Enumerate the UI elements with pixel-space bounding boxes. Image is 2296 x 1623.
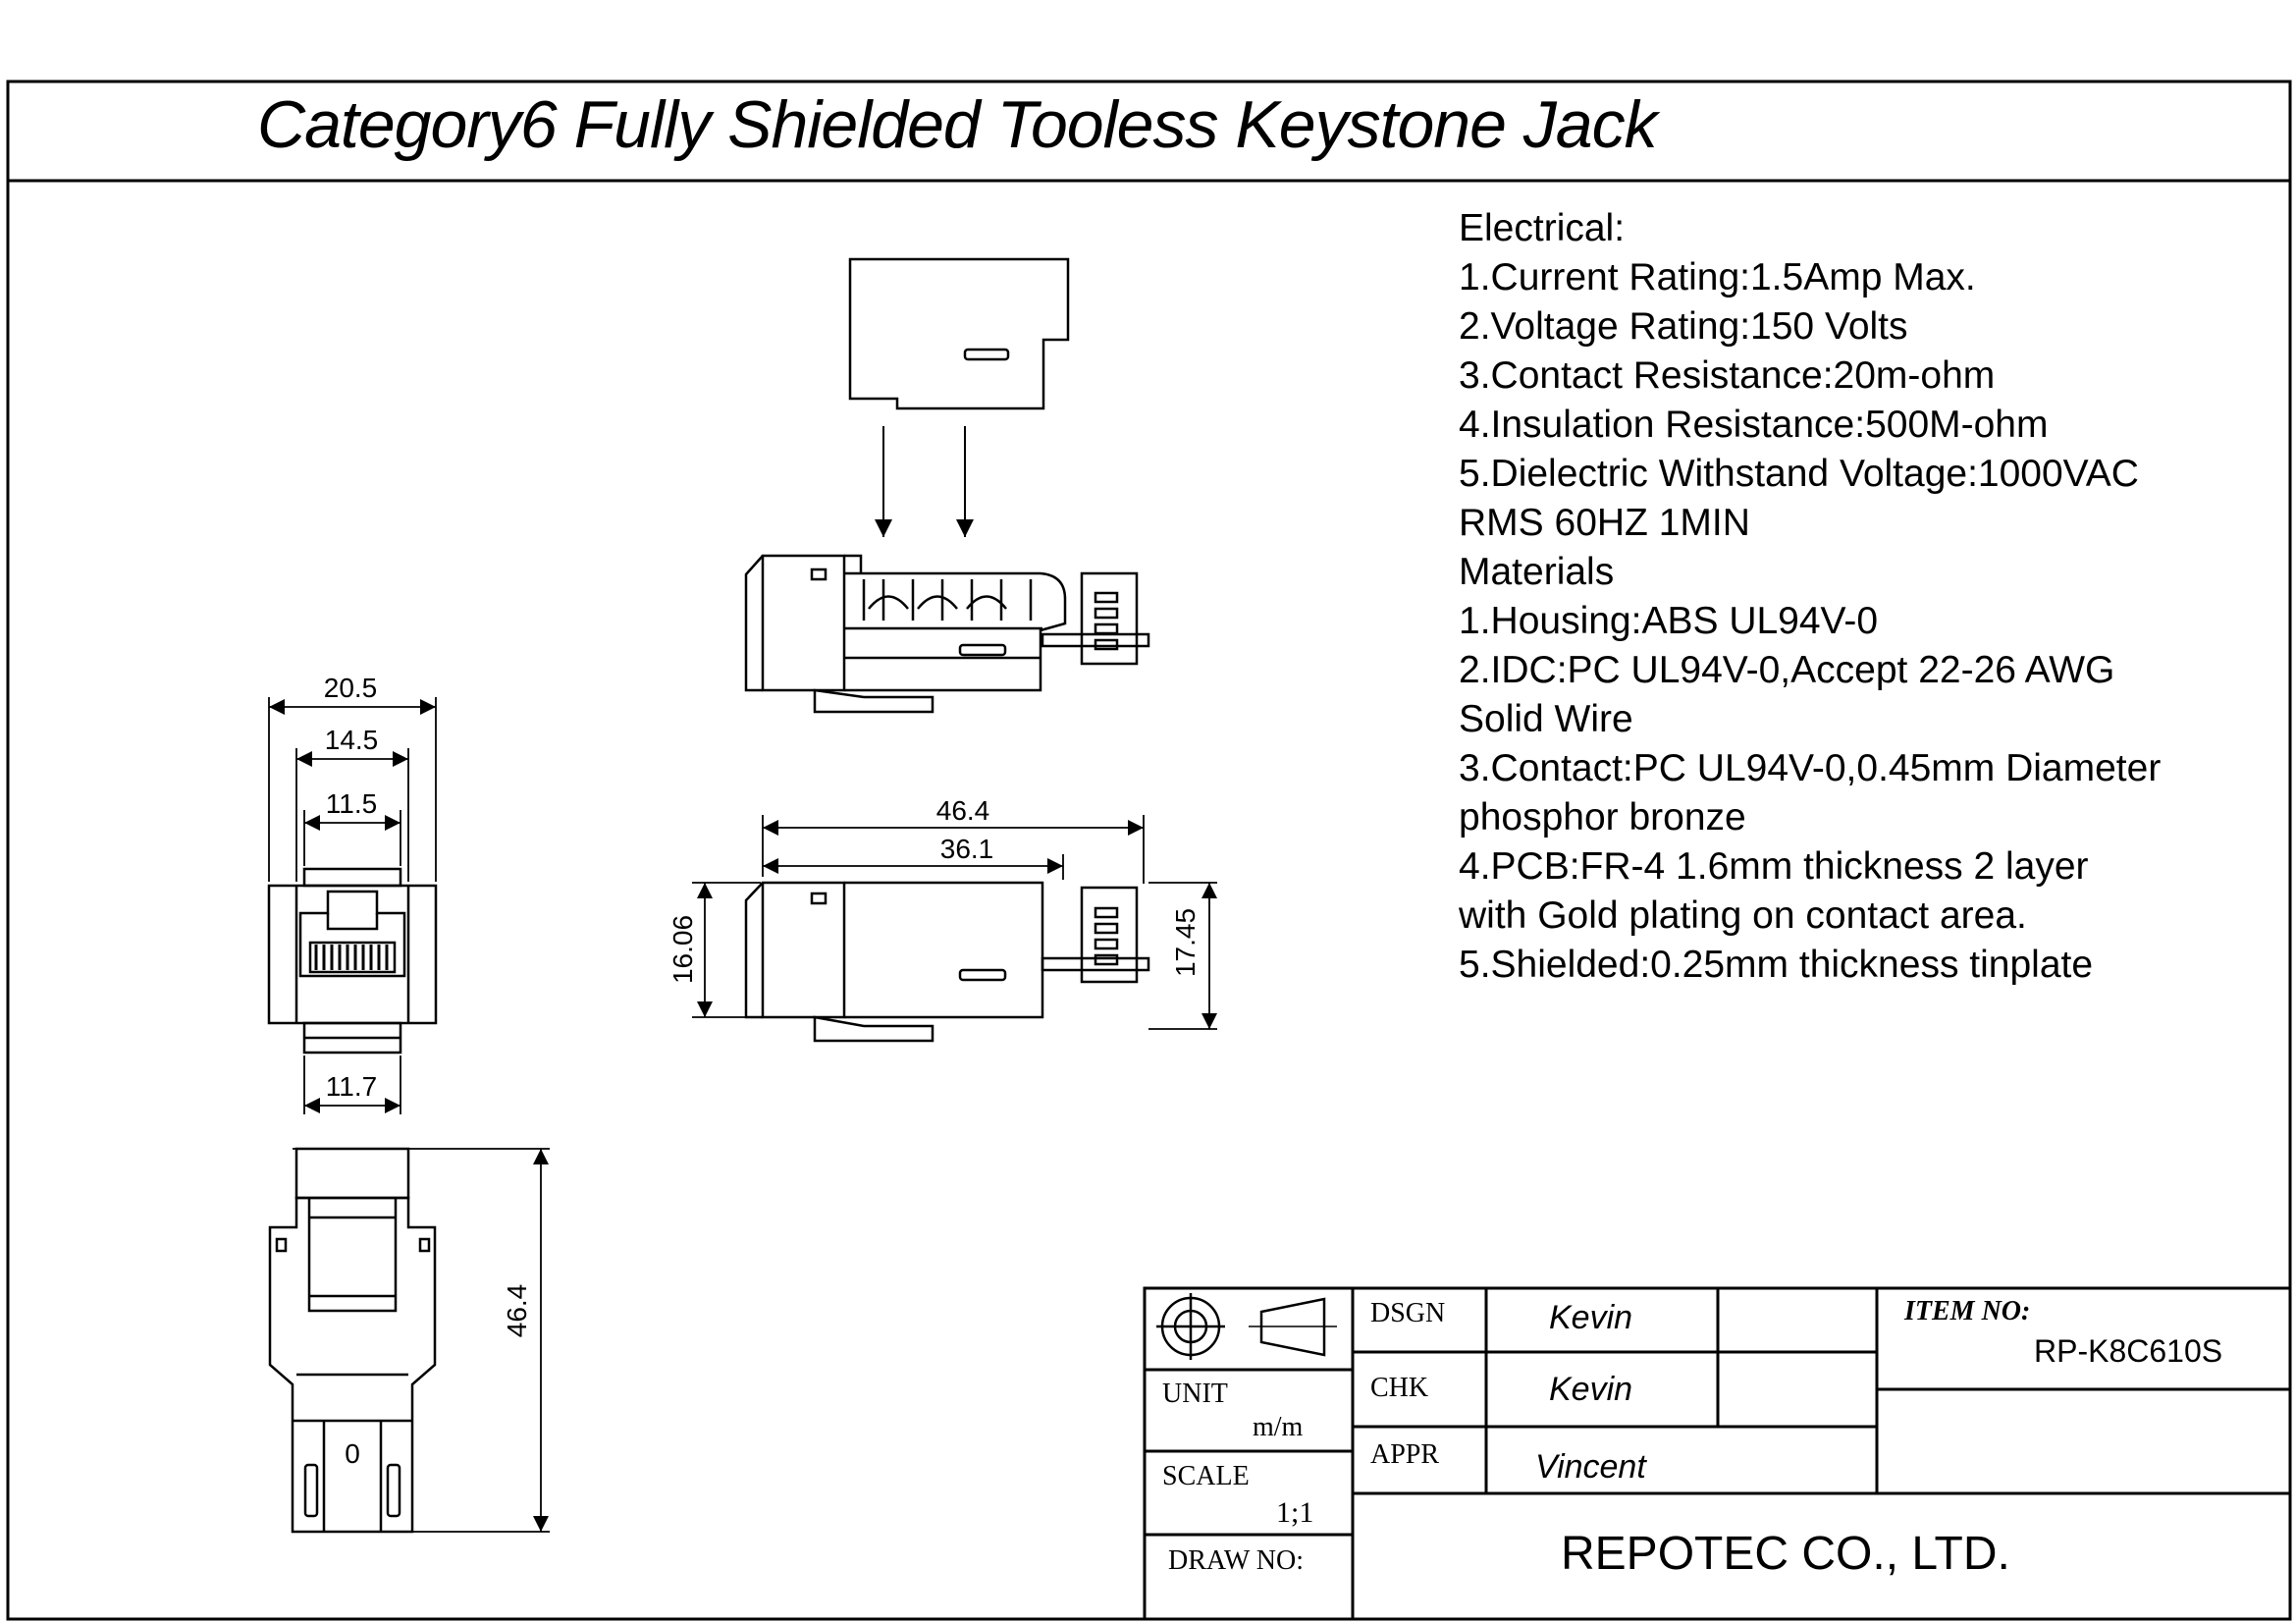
spec-electrical-4: 4.Insulation Resistance:500M-ohm <box>1459 404 2049 446</box>
spec-electrical-2: 2.Voltage Rating:150 Volts <box>1459 305 1908 348</box>
spec-material-4: 4.PCB:FR-4 1.6mm thickness 2 layer <box>1459 845 2089 888</box>
spec-electrical-3: 3.Contact Resistance:20m-ohm <box>1459 354 1996 397</box>
spec-list: Electrical: 1.Current Rating:1.5Amp Max.… <box>1459 204 2161 990</box>
insertion-arrows <box>875 426 974 537</box>
spec-material-1: 1.Housing:ABS UL94V-0 <box>1459 600 1879 642</box>
spec-material-2-cont: Solid Wire <box>1459 698 1633 740</box>
spec-electrical-1: 1.Current Rating:1.5Amp Max. <box>1459 256 1976 298</box>
spec-material-2: 2.IDC:PC UL94V-0,Accept 22-26 AWG <box>1459 649 2115 691</box>
appr-value: Vincent <box>1535 1448 1646 1486</box>
spec-electrical-5-cont: RMS 60HZ 1MIN <box>1459 502 1750 544</box>
dsgn-value: Kevin <box>1549 1299 1633 1336</box>
unit-value: m/m <box>1253 1412 1304 1442</box>
side-view-dimension-lines <box>692 815 1218 1030</box>
projection-symbol-icon <box>1156 1293 1337 1360</box>
top-cap-drawing <box>848 257 1070 410</box>
chk-value: Kevin <box>1549 1371 1633 1408</box>
dim-front-width-bottom: 11.7 <box>326 1071 377 1102</box>
item-no-value: RP-K8C610S <box>2034 1333 2223 1369</box>
dim-front-width-outer: 20.5 <box>324 673 378 703</box>
bottom-view-drawing <box>268 1147 437 1534</box>
dim-front-width-mid: 14.5 <box>325 725 379 755</box>
dim-side-length-total: 46.4 <box>936 795 990 826</box>
scale-value: 1;1 <box>1276 1496 1314 1529</box>
spec-material-5: 5.Shielded:0.25mm thickness tinplate <box>1459 944 2094 986</box>
draw-no-label: DRAW NO: <box>1168 1545 1305 1576</box>
materials-heading: Materials <box>1459 551 1615 593</box>
dim-front-width-inner: 11.5 <box>326 788 377 819</box>
dim-side-length-body: 36.1 <box>940 834 994 864</box>
dim-side-height-left: 16.06 <box>667 915 698 984</box>
bottom-view-label: 0 <box>345 1438 360 1469</box>
dsgn-label: DSGN <box>1370 1298 1446 1328</box>
front-view-dimension-lines <box>268 697 437 1114</box>
item-no-label: ITEM NO: <box>1904 1296 2031 1326</box>
electrical-heading: Electrical: <box>1459 207 1626 249</box>
scale-label: SCALE <box>1162 1461 1250 1491</box>
bottom-view-dimension-lines <box>293 1148 550 1533</box>
dim-side-height-right: 17.45 <box>1170 908 1201 977</box>
chk-label: CHK <box>1370 1373 1429 1403</box>
front-view-drawing <box>267 867 438 1055</box>
drawing-title: Category6 Fully Shielded Tooless Keyston… <box>257 87 1658 162</box>
spec-material-3-cont: phosphor bronze <box>1459 796 1746 839</box>
title-block-grid <box>1143 1286 2292 1621</box>
unit-label: UNIT <box>1162 1379 1228 1409</box>
side-view-drawing <box>744 881 1150 1043</box>
spec-material-3: 3.Contact:PC UL94V-0,0.45mm Diameter <box>1459 747 2162 789</box>
spec-material-4-cont: with Gold plating on contact area. <box>1459 894 2027 937</box>
dim-bottom-length: 46.4 <box>502 1284 532 1338</box>
appr-label: APPR <box>1370 1439 1440 1470</box>
top-jack-drawing <box>744 554 1150 714</box>
company-name: REPOTEC CO., LTD. <box>1561 1528 2010 1580</box>
spec-electrical-5: 5.Dielectric Withstand Voltage:1000VAC <box>1459 453 2139 495</box>
